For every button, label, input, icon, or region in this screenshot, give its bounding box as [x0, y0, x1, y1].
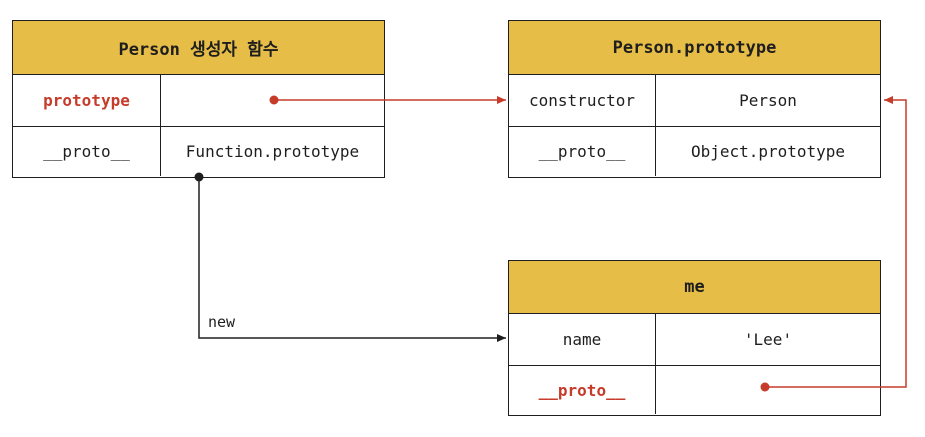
- person-prototype-table: Person.prototype constructor Person __pr…: [508, 20, 881, 178]
- name-key: name: [509, 314, 656, 365]
- person-prototype-title: Person.prototype: [509, 21, 880, 75]
- prototype-value: [161, 75, 384, 126]
- proto-key: __proto__: [509, 127, 656, 176]
- new-arrow-line: [198, 177, 506, 342]
- proto-value: Object.prototype: [690, 142, 846, 161]
- me-title: me: [509, 261, 880, 314]
- proto-value: Function.prototype: [185, 142, 360, 161]
- table-row: __proto__ Function.prototype: [13, 127, 384, 176]
- table-row: __proto__ Object.prototype: [509, 127, 880, 176]
- table-row: prototype: [13, 75, 384, 127]
- constructor-value: Person: [739, 91, 797, 110]
- new-edge-label: new: [208, 313, 236, 331]
- table-row: constructor Person: [509, 75, 880, 127]
- name-value: 'Lee': [743, 330, 793, 349]
- me-instance-table: me name 'Lee' __proto__: [508, 260, 881, 416]
- proto-key: __proto__: [13, 127, 161, 176]
- new-arrow: [194, 172, 506, 342]
- person-constructor-title: Person 생성자 함수: [13, 21, 384, 75]
- proto-key: __proto__: [509, 366, 656, 414]
- table-row: name 'Lee': [509, 314, 880, 366]
- table-row: __proto__: [509, 366, 880, 414]
- proto-value: [656, 366, 880, 414]
- person-constructor-table: Person 생성자 함수 prototype __proto__ Functi…: [12, 20, 385, 178]
- constructor-key: constructor: [509, 75, 656, 126]
- prototype-key: prototype: [13, 75, 161, 126]
